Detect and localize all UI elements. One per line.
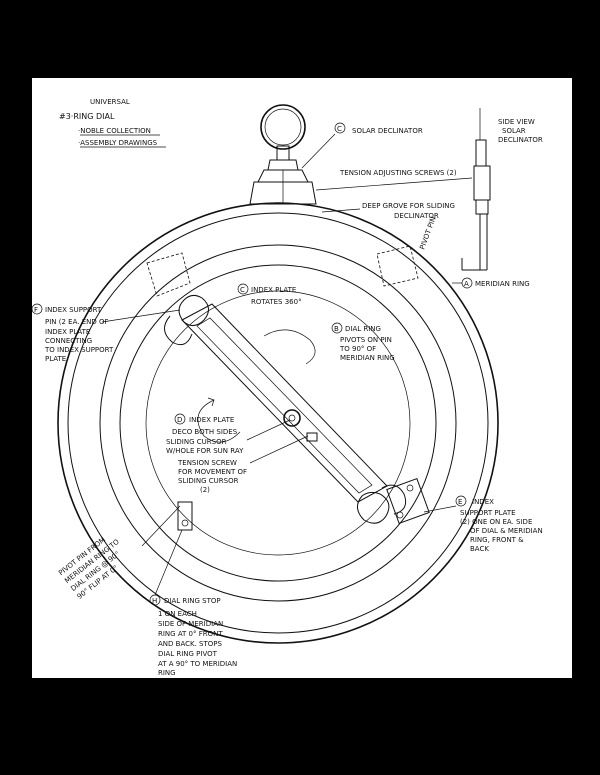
dial-ring-outer <box>99 244 457 602</box>
ring-dial-diagram: UNIVERSAL #3·RING DIAL ·NOBLE COLLECTION… <box>32 98 543 677</box>
dial-ring-inner <box>119 264 437 582</box>
label-dial-stop-1: 1 ON EACH <box>158 610 197 618</box>
label-index-support-2: PIN (2 EA. END OF <box>45 318 109 326</box>
label-index-plate-d1: INDEX PLATE <box>189 416 234 424</box>
side-view-declinator <box>475 139 487 167</box>
label-side-view-1: SIDE VIEW <box>498 118 535 126</box>
label-support-plate-3: (2) ONE ON EA. SIDE <box>460 518 532 526</box>
label-f-circle: F <box>34 306 38 314</box>
label-dial-ring-1: DIAL RING <box>345 325 381 333</box>
title-line-1: UNIVERSAL <box>90 98 130 106</box>
label-support-plate-6: BACK <box>470 545 489 553</box>
label-dial-stop-6: AT A 90° TO MERIDIAN <box>158 660 237 668</box>
index-plate <box>164 294 407 524</box>
label-dial-ring-3: TO 90° OF <box>339 345 376 353</box>
declinator-cap <box>267 159 299 171</box>
label-dial-ring-2: PIVOTS ON PIN <box>340 336 392 344</box>
rotation-arrow-left <box>197 399 241 443</box>
label-index-support-1: INDEX SUPPORT <box>45 306 102 314</box>
deco-end-top <box>178 294 209 326</box>
tension-screw <box>306 432 318 442</box>
rotation-arrow-top <box>263 329 316 365</box>
index-support-plate-left <box>146 252 191 297</box>
label-a-circle: A <box>464 280 469 288</box>
label-dial-ring-4: MERIDIAN RING <box>340 354 395 362</box>
suspension-ring <box>260 104 306 150</box>
label-solar-declinator: SOLAR DECLINATOR <box>352 127 423 135</box>
dial-ring-stop <box>177 501 193 531</box>
label-hole-sunray: W/HOLE FOR SUN RAY <box>166 447 244 455</box>
label-sliding-cursor: SLIDING CURSOR <box>166 438 227 446</box>
label-meridian-ring: MERIDIAN RING <box>475 280 530 288</box>
dial-ring-face <box>145 290 411 556</box>
label-support-plate-4: OF DIAL & MERIDIAN <box>470 527 543 535</box>
label-index-plate-1: INDEX PLATE <box>251 286 296 294</box>
index-support-plate-right <box>376 245 419 287</box>
label-dial-stop-7: RING <box>158 669 176 677</box>
label-support-plate-2: SUPPORT PLATE <box>460 509 516 517</box>
label-index-support-3: INDEX PLATE <box>45 328 90 336</box>
label-groove-2: DECLINATOR <box>394 212 439 220</box>
label-index-support-4: CONNECTING <box>45 337 92 345</box>
meridian-ring-inner <box>67 212 489 634</box>
label-side-view-2: SOLAR <box>502 127 526 135</box>
label-index-support-5: TO INDEX SUPPORT <box>44 346 114 354</box>
deco-end-bottom <box>357 491 390 524</box>
side-view-body <box>473 165 491 201</box>
label-index-plate-d2: DECO BOTH SIDES <box>172 428 238 436</box>
label-e-circle: E <box>458 498 462 506</box>
label-pivot-pin: PIVOT PIN <box>418 216 437 251</box>
index-support-plate-bottom-right <box>386 477 430 525</box>
label-side-view-3: DECLINATOR <box>498 136 543 144</box>
title-line-3: ·NOBLE COLLECTION <box>78 127 151 135</box>
sliding-cursor <box>283 409 301 427</box>
declinator-base <box>249 181 317 205</box>
label-index-plate-c: C <box>240 286 245 294</box>
label-dial-stop-4: AND BACK. STOPS <box>158 640 222 648</box>
label-c-circle: C <box>337 125 342 133</box>
title-line-4: ·ASSEMBLY DRAWINGS <box>78 139 158 147</box>
label-b-circle: B <box>334 325 339 333</box>
label-support-plate-5: RING, FRONT & <box>470 536 524 544</box>
label-support-plate-1: INDEX <box>472 498 494 506</box>
label-dial-stop-5: DIAL RING PIVOT <box>158 650 218 658</box>
label-index-support-6: PLATE <box>45 355 66 363</box>
label-tension-screw-1: TENSION SCREW <box>177 459 237 467</box>
label-tension-screw-3: SLIDING CURSOR <box>178 477 239 485</box>
label-dial-stop-2: SIDE OF MERIDIAN <box>158 620 223 628</box>
title-line-2: #3·RING DIAL <box>59 112 115 121</box>
label-d-circle: D <box>177 416 182 424</box>
label-pivot-pin-group: PIVOT PIN FROM MERIDIAN RING TO DIAL RIN… <box>57 536 121 601</box>
label-tension-screw-2: FOR MOVEMENT OF <box>178 468 247 476</box>
label-groove-1: DEEP GROVE FOR SLIDING <box>362 202 455 210</box>
label-dial-stop: DIAL RING STOP <box>164 597 221 605</box>
label-index-plate-2: ROTATES 360° <box>251 298 302 306</box>
drawing-sheet: UNIVERSAL #3·RING DIAL ·NOBLE COLLECTION… <box>32 78 572 678</box>
label-tension-screws: TENSION ADJUSTING SCREWS (2) <box>339 169 457 177</box>
label-tension-screw-4: (2) <box>200 486 210 494</box>
label-h-circle: H <box>152 597 157 605</box>
label-dial-stop-3: RING AT 0° FRONT <box>158 630 223 638</box>
meridian-ring-outer <box>57 202 499 644</box>
